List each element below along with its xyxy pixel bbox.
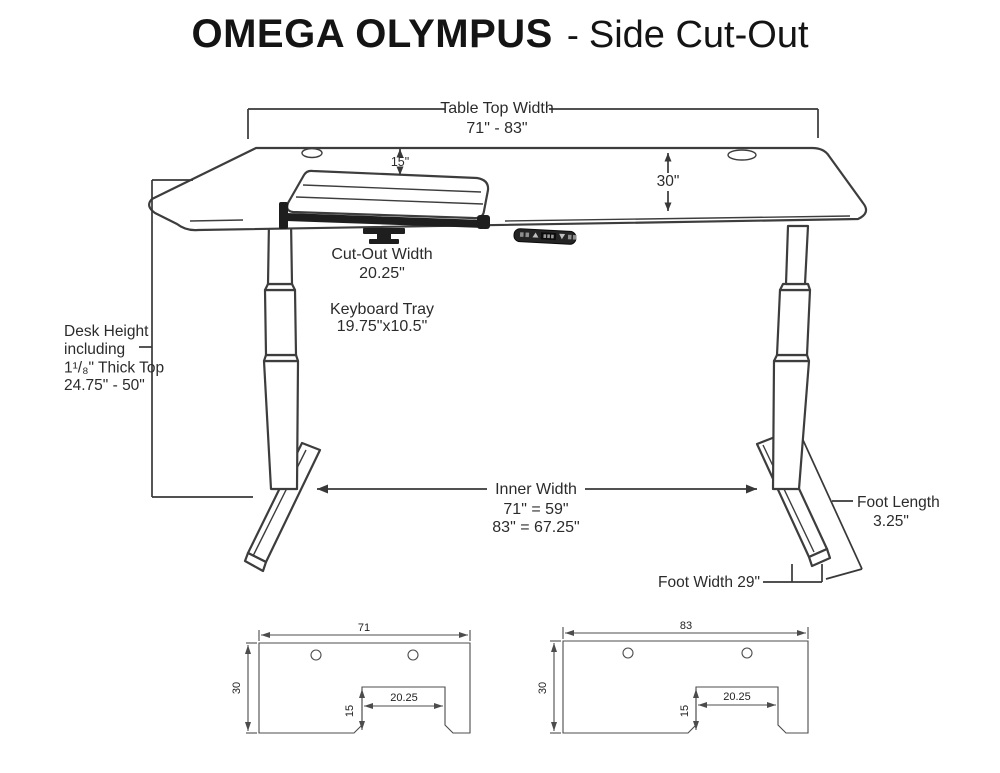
top-view-71-width: 71	[358, 622, 370, 634]
cutout-inset-value: 15"	[391, 155, 409, 169]
top-view-71-cutout-depth: 15	[344, 705, 356, 717]
dim-cutout-inset: 15"	[391, 149, 409, 175]
title-separator: -	[566, 14, 579, 55]
foot-width-label: Foot Width 29"	[658, 574, 760, 591]
top-view-83: 83 30 15 20.25	[537, 620, 809, 734]
label-cutout-width: Cut-Out Width 20.25"	[331, 246, 432, 282]
dim-foot-length: Foot Length 3.25"	[802, 439, 940, 580]
keypad-button	[519, 232, 524, 237]
tabletop	[148, 146, 868, 232]
desk-height-line3: 1¹/₈" Thick Top	[64, 360, 164, 377]
keyboard-tray-value: 19.75"x10.5"	[337, 318, 428, 335]
tray-clamp	[363, 228, 405, 244]
label-keyboard-tray: Keyboard Tray 19.75"x10.5"	[330, 301, 434, 335]
grommet-hole	[310, 649, 322, 661]
dim-desk-height: Desk Height including 1¹/₈" Thick Top 24…	[64, 179, 253, 498]
desk-height-line1: Desk Height	[64, 323, 149, 340]
keyboard-tray-label: Keyboard Tray	[330, 301, 434, 318]
top-view-71-outline	[258, 642, 471, 734]
dim-inner-width: Inner Width 71" = 59" 83" = 67.25"	[317, 481, 757, 536]
tray-rail	[286, 213, 484, 228]
top-view-71-cutout-width: 20.25	[390, 692, 418, 704]
inner-width-value1: 71" = 59"	[503, 501, 568, 518]
top-view-71-depth: 30	[231, 682, 243, 694]
dim-foot-width: Foot Width 29"	[658, 564, 823, 591]
grommet-left	[301, 147, 323, 159]
foot-length-value: 3.25"	[873, 513, 909, 530]
keypad-button	[567, 234, 572, 240]
keyboard-tray	[279, 169, 490, 229]
top-view-83-width: 83	[680, 620, 692, 632]
top-view-83-cutout-depth: 15	[679, 705, 691, 717]
keypad-button	[572, 234, 577, 240]
inner-width-label: Inner Width	[495, 481, 577, 498]
cutout-width-value: 20.25"	[359, 265, 405, 282]
keypad-up-icon	[532, 232, 539, 238]
keypad-button	[525, 232, 530, 238]
title-brand: OMEGA OLYMPUS	[191, 12, 553, 56]
top-view-83-depth: 30	[537, 682, 549, 694]
title-subtitle: Side Cut-Out	[588, 14, 809, 56]
dim-table-top-width: Table Top Width 71" - 83"	[247, 100, 819, 139]
grommet-hole	[741, 647, 753, 659]
height-control-keypad	[513, 228, 577, 245]
table-top-width-label: Table Top Width	[440, 100, 554, 117]
foot-length-label: Foot Length	[857, 494, 940, 511]
grommet-hole	[622, 647, 634, 659]
grommet-right	[727, 149, 757, 161]
inner-width-value2: 83" = 67.25"	[492, 519, 579, 536]
top-view-83-outline	[562, 640, 809, 734]
grommet-hole	[407, 649, 419, 661]
depth-value: 30"	[657, 173, 680, 190]
dim-depth: 30"	[657, 153, 680, 211]
desk-height-line2: including	[64, 341, 125, 358]
page-title: OMEGA OLYMPUS - Side Cut-Out	[0, 12, 1000, 57]
left-foot	[243, 441, 322, 573]
desk-height-line4: 24.75" - 50"	[64, 377, 145, 394]
keypad-down-icon	[559, 233, 566, 240]
left-leg-column	[262, 219, 300, 491]
right-leg-column	[771, 224, 812, 491]
top-view-71: 71 30 15 20.25	[231, 622, 471, 734]
cutout-width-label: Cut-Out Width	[331, 246, 432, 263]
top-view-83-cutout-width: 20.25	[723, 691, 751, 703]
table-top-width-value: 71" - 83"	[466, 120, 527, 137]
desk-illustration	[148, 146, 868, 573]
